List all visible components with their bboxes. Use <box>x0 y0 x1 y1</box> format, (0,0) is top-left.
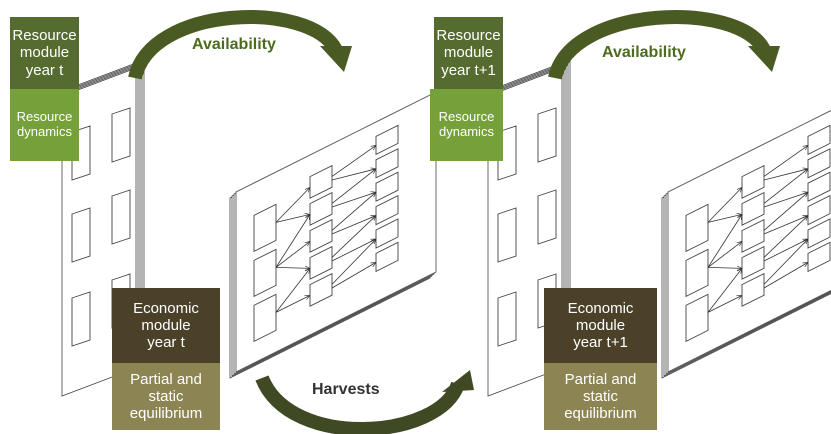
economic-module-line: Economic <box>133 299 199 317</box>
equilibrium-box-2: Partial and static equilibrium <box>544 363 657 430</box>
resource-dynamics-box-1: Resource dynamics <box>10 89 79 161</box>
availability-label-2: Availability <box>602 44 686 61</box>
flow-arrow <box>331 216 376 235</box>
harvests-arrow-head <box>442 370 474 392</box>
flow-cell <box>253 248 277 298</box>
flow-cell <box>685 203 709 253</box>
equilibrium-line: equilibrium <box>129 405 203 423</box>
equilibrium-line: static <box>148 387 184 405</box>
equilibrium-line: equilibrium <box>564 405 637 423</box>
flow-arrow <box>763 169 808 181</box>
state-cell <box>497 207 517 263</box>
flow-arrow <box>707 214 742 268</box>
flow-arrow <box>331 239 376 285</box>
flow-arrow <box>331 216 376 258</box>
economic-module-line: module <box>141 316 191 334</box>
flow-cell <box>253 293 277 343</box>
flow-arrow <box>331 192 376 208</box>
resource-module-line: Resource <box>436 27 501 45</box>
equilibrium-line: static <box>582 387 618 405</box>
equilibrium-line: Partial and <box>564 370 637 388</box>
economic-module-box-1: Economic module year t <box>112 288 220 363</box>
equilibrium-box-1: Partial and static equilibrium <box>112 363 220 430</box>
harvests-label: Harvests <box>312 381 380 398</box>
flow-arrow <box>707 214 742 223</box>
resource-module-line: year t+1 <box>441 61 496 79</box>
state-cell <box>537 189 557 245</box>
flow-arrow <box>331 262 376 289</box>
flow-arrow <box>707 295 742 313</box>
flow-arrow <box>763 216 808 235</box>
economic-module-line: year t+1 <box>573 334 628 352</box>
economic-module-line: module <box>575 316 626 334</box>
availability-arrow-2 <box>548 10 771 81</box>
economic-module-box-2: Economic module year t+1 <box>544 288 657 363</box>
resource-module-line: module <box>19 44 70 62</box>
flow-arrow <box>707 187 742 223</box>
economic-module-line: Economic <box>567 299 634 317</box>
flow-arrow <box>275 268 310 313</box>
resource-dynamics-line: dynamics <box>439 124 494 139</box>
flow-arrow <box>763 239 808 285</box>
flow-arrow <box>275 214 310 223</box>
flow-arrow <box>763 239 808 262</box>
resource-module-line: module <box>443 44 494 62</box>
flow-arrow <box>763 145 808 177</box>
availability-arrow-2-head <box>748 46 780 72</box>
resource-module-box-2: Resource module year t+1 <box>434 17 503 89</box>
flow-arrow <box>707 267 742 268</box>
flow-cell <box>685 248 709 298</box>
flow-arrow <box>331 169 376 181</box>
state-cell <box>71 207 91 263</box>
flow-cell <box>685 293 709 343</box>
flow-arrow <box>707 241 742 268</box>
flow-arrow <box>763 262 808 289</box>
resource-module-box-1: Resource module year t <box>10 17 79 89</box>
resource-dynamics-box-2: Resource dynamics <box>430 89 503 161</box>
state-cell <box>497 291 517 347</box>
flow-arrow <box>331 169 376 204</box>
economic-module-line: year t <box>147 334 185 352</box>
harvests-arrow <box>255 374 465 434</box>
availability-arrow-1 <box>128 10 343 80</box>
flow-arrow <box>763 192 808 231</box>
flow-arrow <box>763 216 808 258</box>
flow-arrow <box>763 169 808 204</box>
equilibrium-line: Partial and <box>130 370 202 388</box>
availability-label-1: Availability <box>192 36 276 53</box>
flow-arrow <box>331 239 376 262</box>
flow-arrow <box>763 192 808 208</box>
flow-arrow <box>275 214 310 268</box>
flow-cell <box>253 203 277 253</box>
resource-dynamics-line: dynamics <box>17 124 72 139</box>
flow-arrow <box>331 145 376 177</box>
resource-dynamics-line: Resource <box>16 109 73 125</box>
resource-dynamics-line: Resource <box>438 109 495 125</box>
state-cell <box>111 189 131 245</box>
flow-arrow <box>275 295 310 313</box>
availability-arrow-1-head <box>320 46 352 72</box>
flow-arrow <box>275 267 310 268</box>
flow-arrow <box>331 192 376 231</box>
flow-arrow <box>275 241 310 268</box>
flow-arrow <box>275 187 310 223</box>
flow-arrow <box>707 268 742 313</box>
state-cell <box>71 291 91 347</box>
resource-module-line: Resource <box>12 27 77 45</box>
resource-module-line: year t <box>25 61 64 79</box>
state-cell <box>537 107 557 163</box>
state-cell <box>111 107 131 163</box>
